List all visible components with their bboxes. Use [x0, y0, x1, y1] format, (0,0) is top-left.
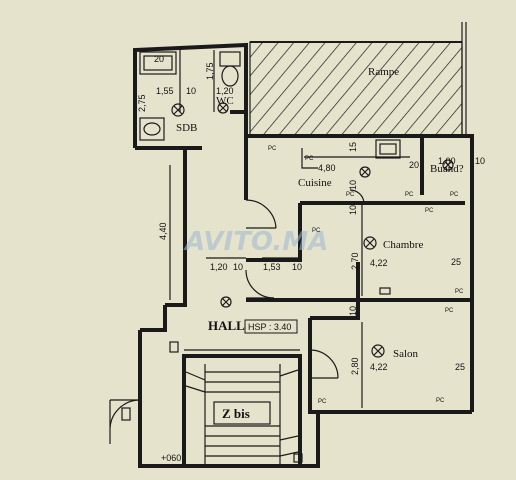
dim-chambre-422: 4,22 — [370, 258, 388, 268]
dim-chambre-270: 2,70 — [350, 252, 360, 270]
walls — [109, 42, 474, 468]
dim-salon-422: 4,22 — [370, 362, 388, 372]
hsp-label: HSP : 3.40 — [248, 322, 291, 332]
watermark-text: AVITO.MA — [183, 227, 328, 257]
dim-chambre-10: 10 — [348, 205, 358, 215]
dim-hall-440: 4,40 — [158, 222, 168, 240]
dim-salon-10: 10 — [348, 306, 358, 316]
toilet-fixture — [219, 51, 241, 87]
dim-cuisine-10: 10 — [348, 180, 358, 190]
wc-label: WC — [216, 95, 234, 107]
pc-label: PC — [305, 156, 314, 162]
hsp-box: HSP : 3.40 — [244, 319, 298, 334]
pc-label: PC — [268, 146, 277, 152]
rampe-area — [249, 22, 467, 137]
pc-label: PC — [318, 399, 327, 405]
dim-wc-175: 1,75 — [205, 62, 215, 80]
outlets: PC PC PC PC PC PC PC PC PC PC PC — [268, 146, 464, 405]
dim-sdb-275: 2,75 — [137, 94, 147, 112]
dim-wc-120: 1,20 — [216, 86, 234, 96]
dim-cuisine-20: 20 — [409, 160, 419, 170]
electrical-symbols — [121, 287, 391, 463]
pc-label: PC — [436, 398, 445, 404]
buanderie-label: Buand? — [430, 163, 464, 175]
pc-label: PC — [425, 208, 434, 214]
chambre-label: Chambre — [383, 239, 423, 251]
dim-chambre-25: 25 — [451, 257, 461, 267]
sink-fixture — [139, 117, 165, 141]
light-symbols — [171, 102, 454, 358]
pc-label: PC — [450, 192, 459, 198]
dim-salon-280: 2,80 — [350, 357, 360, 375]
dim-hall-153: 1,53 — [263, 262, 281, 272]
dimension-lines — [169, 156, 410, 408]
bathtub-fixture — [139, 51, 177, 75]
kitchen-sink-fixture — [375, 139, 401, 159]
cuisine-label: Cuisine — [298, 177, 332, 189]
hall-label: HALL — [208, 318, 245, 333]
pc-label: PC — [312, 228, 321, 234]
dim-hall-120: 1,20 — [210, 262, 228, 272]
pc-label: PC — [455, 289, 464, 295]
doors — [245, 148, 365, 379]
dim-buand-10: 10 — [475, 156, 485, 166]
rampe-label: Rampe — [368, 66, 399, 78]
dim-hall-10a: 10 — [233, 262, 243, 272]
dim-sdb-10: 10 — [186, 86, 196, 96]
dim-sdb-20: 20 — [154, 54, 164, 64]
dim-buand-100: 1,00 — [438, 156, 456, 166]
salon-label: Salon — [393, 348, 419, 360]
dim-hall-10b: 10 — [292, 262, 302, 272]
dim-salon-25: 25 — [455, 362, 465, 372]
pc-label: PC — [346, 192, 355, 198]
sdb-label: SDB — [176, 122, 197, 134]
level-label: +060 — [161, 453, 181, 463]
pc-label: PC — [445, 308, 454, 314]
stairs-label: Z bis — [222, 406, 250, 421]
stairs — [185, 364, 299, 466]
dim-cuisine-15: 15 — [348, 142, 358, 152]
pc-label: PC — [405, 192, 414, 198]
dim-cuisine-480: 4,80 — [318, 163, 336, 173]
dim-sdb-155: 1,55 — [156, 86, 174, 96]
